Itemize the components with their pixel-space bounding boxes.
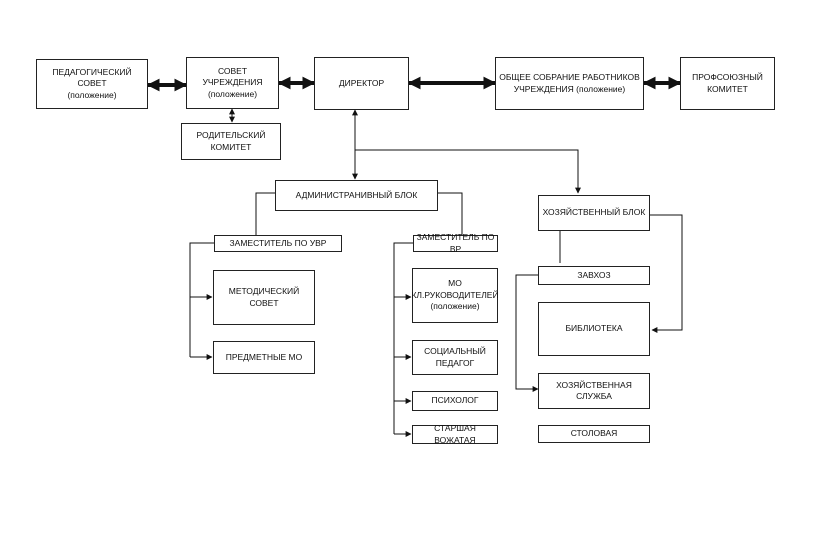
mo-kl-box: МО КЛ.РУКОВОДИТЕЛЕЙ (положение) (411, 268, 499, 323)
arrow-hoz-biblioteka (650, 214, 683, 333)
ped-sovet-note: (положение) (67, 89, 117, 100)
stolovaya-box: СТОЛОВАЯ (538, 425, 650, 443)
profsoyuz-line2: КОМИТЕТ (707, 83, 748, 94)
vozhataya-label: СТАРШАЯ ВОЖАТАЯ (434, 423, 476, 445)
metod-sovet-box: МЕТОДИЧЕСКИЙ СОВЕТ (213, 270, 315, 325)
sovet-uchr-box: СОВЕТ УЧРЕЖДЕНИЯ (положение) (186, 57, 279, 109)
obshee-sobranie-line1: ОБЩЕЕ СОБРАНИЕ РАБОТНИКОВ (499, 72, 640, 83)
roditelsky-box: РОДИТЕЛЬСКИЙ КОМИТЕТ (181, 123, 281, 160)
zavhoz-box: ЗАВХОЗ (538, 266, 650, 285)
soc-pedagog-line2: ПЕДАГОГ (435, 357, 475, 368)
mo-kl-line2: КЛ.РУКОВОДИТЕЛЕЙ (411, 289, 499, 300)
ped-sovet-title: ПЕДАГОГИЧЕСКИЙ СОВЕТ (52, 66, 132, 89)
metod-sovet-label: МЕТОДИЧЕСКИЙ СОВЕТ (228, 286, 300, 308)
line-admin-vr (438, 192, 463, 235)
zam-uvr-box: ЗАМЕСТИТЕЛЬ ПО УВР (214, 235, 342, 252)
direktor-box: ДИРЕКТОР (314, 57, 409, 110)
hoz-sluzhba-label: ХОЗЯЙСТВЕННАЯ СЛУЖБА (556, 379, 632, 401)
soc-pedagog-box: СОЦИАЛЬНЫЙ ПЕДАГОГ (412, 340, 498, 375)
psiholog-box: ПСИХОЛОГ (412, 391, 498, 411)
soc-pedagog-line1: СОЦИАЛЬНЫЙ (424, 346, 486, 357)
stolovaya-label: СТОЛОВАЯ (570, 428, 618, 439)
arrow-direktor-hoz (355, 149, 581, 194)
zam-uvr-label: ЗАМЕСТИТЕЛЬ ПО УВР (229, 237, 327, 248)
biblioteka-label: БИБЛИОТЕКА (565, 323, 623, 334)
predmet-mo-box: ПРЕДМЕТНЫЕ МО (213, 341, 315, 374)
roditelsky-label: РОДИТЕЛЬСКИЙ КОМИТЕТ (196, 130, 266, 152)
hoz-blok-box: ХОЗЯЙСТВЕННЫЙ БЛОК (538, 195, 650, 231)
admin-blok-label: АДМИНИСТРАНИВНЫЙ БЛОК (295, 189, 418, 200)
obshee-sobranie-box: ОБЩЕЕ СОБРАНИЕ РАБОТНИКОВ УЧРЕЖДЕНИЯ (по… (495, 57, 644, 110)
obshee-sobranie-line2: УЧРЕЖДЕНИЯ (положение) (513, 83, 626, 94)
zam-vr-label: ЗАМЕСТИТЕЛЬ ПО ВР (416, 232, 495, 254)
profsoyuz-box: ПРОФСОЮЗНЫЙ КОМИТЕТ (680, 57, 775, 110)
profsoyuz-line1: ПРОФСОЮЗНЫЙ (692, 72, 763, 83)
zam-vr-box: ЗАМЕСТИТЕЛЬ ПО ВР (413, 232, 498, 254)
admin-blok-box: АДМИНИСТРАНИВНЫЙ БЛОК (275, 180, 438, 211)
vozhataya-box: СТАРШАЯ ВОЖАТАЯ (412, 423, 498, 445)
zavhoz-label: ЗАВХОЗ (577, 269, 611, 280)
arrow-zavhoz-sluzhba (515, 274, 539, 392)
hoz-blok-label: ХОЗЯЙСТВЕННЫЙ БЛОК (542, 207, 646, 218)
line-uvr-children (189, 242, 214, 357)
line-vr-children (393, 242, 413, 434)
sovet-uchr-title: СОВЕТ УЧРЕЖДЕНИЯ (202, 65, 263, 88)
direktor-label: ДИРЕКТОР (338, 77, 385, 88)
mo-kl-line1: МО (448, 278, 462, 289)
predmet-mo-label: ПРЕДМЕТНЫЕ МО (225, 351, 303, 362)
ped-sovet-box: ПЕДАГОГИЧЕСКИЙ СОВЕТ (положение) (36, 59, 148, 109)
mo-kl-line3: (положение) (430, 301, 480, 312)
line-admin-uvr (255, 192, 275, 235)
psiholog-label: ПСИХОЛОГ (431, 395, 479, 406)
hoz-sluzhba-box: ХОЗЯЙСТВЕННАЯ СЛУЖБА (538, 373, 650, 409)
sovet-uchr-note: (положение) (207, 88, 258, 99)
biblioteka-box: БИБЛИОТЕКА (538, 302, 650, 356)
